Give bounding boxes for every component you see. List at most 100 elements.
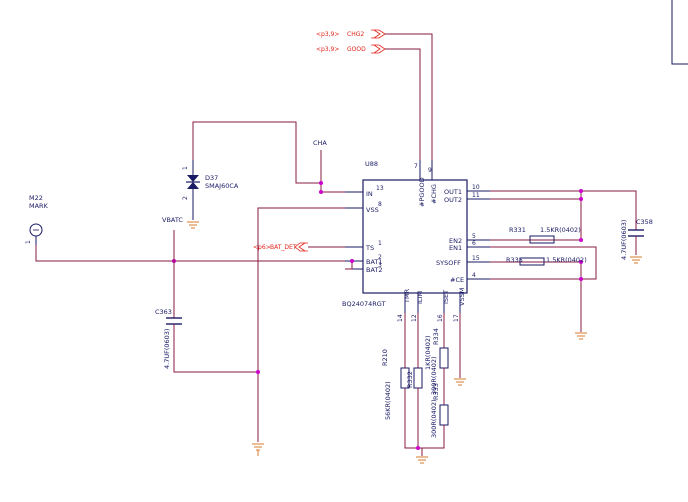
offpage-good-arrow xyxy=(371,44,386,54)
ground-right xyxy=(575,332,587,340)
wire-out xyxy=(490,190,637,230)
ic-u88-ref: U88 xyxy=(365,160,378,168)
capacitor-c363[interactable] xyxy=(166,317,182,325)
pin-name-chg: #CHG xyxy=(430,184,438,204)
offpage-chg-net: CHG2 xyxy=(347,31,364,38)
pin-name-bat1: BAT1 xyxy=(366,258,383,266)
ground-vss xyxy=(252,443,264,456)
ic-top-pins xyxy=(419,160,433,180)
pin-num-1: 1 xyxy=(378,240,382,247)
pin-num-11: 11 xyxy=(472,192,480,199)
ic-left-pins xyxy=(345,191,363,270)
wire-in-diode xyxy=(192,121,321,184)
pin-num-14: 14 xyxy=(397,314,404,322)
r332-value: 1KR(0402) xyxy=(424,335,432,370)
diode-pin-2: 2 xyxy=(182,196,189,200)
wire-r333-gnd xyxy=(422,425,445,449)
junction-out2 xyxy=(579,197,583,201)
pin-num-13: 13 xyxy=(376,185,384,192)
junction-out1 xyxy=(579,189,583,193)
junction-r331 xyxy=(579,238,583,242)
mark-pin: 1 xyxy=(25,240,32,244)
pin-num-10: 10 xyxy=(472,184,480,191)
pin-num-6: 6 xyxy=(472,240,476,247)
offpage-chg-arrow xyxy=(371,29,386,39)
wire-bat xyxy=(35,245,345,262)
c358-ref: C358 xyxy=(636,218,653,226)
wire-in xyxy=(320,150,345,193)
ground-vssm xyxy=(454,378,466,386)
net-label-cha: CHA xyxy=(313,139,327,147)
wire-r210-gnd xyxy=(404,388,422,449)
capacitor-c358[interactable] xyxy=(628,229,644,237)
pin-num-7: 7 xyxy=(414,163,418,170)
c358-value: 4.7UF(0603) xyxy=(620,220,628,260)
pin-num-15: 15 xyxy=(472,255,480,262)
wire-vss xyxy=(257,207,345,442)
pin-name-ts: TS xyxy=(365,244,374,252)
r334-value: 300R(0402) xyxy=(430,356,438,395)
ic-u88-part: BQ24074RGT xyxy=(342,300,386,308)
junction-bat xyxy=(350,259,354,263)
resistor-r331[interactable] xyxy=(529,235,555,244)
pin-name-bat2: BAT2 xyxy=(366,266,383,274)
resistor-r333[interactable] xyxy=(439,404,449,426)
pin-name-tmr: TMR xyxy=(403,288,411,304)
mark-label: MARK xyxy=(29,202,49,210)
wire-chg xyxy=(385,33,433,160)
c363-value: 4.7UF(0603) xyxy=(163,329,171,369)
resistor-r334[interactable] xyxy=(439,347,449,369)
offpage-good-net: GOOD xyxy=(347,46,366,53)
r333-value: 300R(0402) xyxy=(430,399,438,438)
junction-ce xyxy=(579,277,583,281)
pin-name-ilim: ILIM xyxy=(416,291,424,304)
junction-bottom-gnd xyxy=(416,446,420,450)
wire-en1 xyxy=(490,246,597,267)
c363-ref: C363 xyxy=(155,308,172,316)
pin-name-in: IN xyxy=(366,190,373,198)
pin-num-4: 4 xyxy=(472,272,476,279)
offpage-chg-page: <p3,9> xyxy=(316,31,339,38)
pin-name-iset: ISET xyxy=(442,290,450,304)
pin-num-2: 2 xyxy=(378,254,382,261)
resistor-r335[interactable] xyxy=(519,257,545,266)
pin-num-16: 16 xyxy=(437,314,444,322)
pin-name-out2: OUT2 xyxy=(444,196,462,204)
r210-value: 56KR(0402) xyxy=(384,381,392,420)
ic-u88-body[interactable] xyxy=(362,179,468,294)
junction-r335 xyxy=(579,260,583,264)
r335-value: 1.5KR(0402) xyxy=(546,256,587,264)
pin-num-8: 8 xyxy=(378,201,382,208)
r334-ref: R334 xyxy=(432,328,440,345)
pin-num-12: 12 xyxy=(411,314,418,322)
r335-ref: R335 xyxy=(506,256,523,264)
ground-bottom xyxy=(416,456,428,464)
r332-ref: R332 xyxy=(406,371,414,388)
diode-d37[interactable] xyxy=(186,160,200,220)
diode-part: SMAJ60CA xyxy=(205,182,239,190)
pin-num-17: 17 xyxy=(453,314,460,322)
net-label-vbatc: VBATC xyxy=(162,216,183,224)
pin-num-9: 9 xyxy=(428,167,432,174)
r333-ref: R333 xyxy=(432,383,440,400)
junction-c363 xyxy=(256,370,260,374)
junction-in xyxy=(319,190,323,194)
wire-c363 xyxy=(173,324,258,373)
ground-c358 xyxy=(630,256,642,264)
pin-num-5: 5 xyxy=(472,233,476,240)
resistor-r332[interactable] xyxy=(413,367,423,389)
diode-ref: D37 xyxy=(205,174,218,182)
offpage-good-page: <p3,9> xyxy=(316,46,339,53)
ic-right-pins xyxy=(467,190,490,280)
wire-ce xyxy=(490,267,597,280)
pin-num-3: 3 xyxy=(378,262,382,269)
pin-name-en2: EN2 xyxy=(449,237,462,245)
pin-name-vss: VSS xyxy=(366,206,379,214)
r210-ref: R210 xyxy=(381,349,389,366)
pin-name-en1: EN1 xyxy=(449,244,462,252)
offpage-batdet-arrow xyxy=(294,242,308,252)
pin-name-vssm: VSSM xyxy=(458,288,466,306)
junction-cha xyxy=(319,181,323,185)
pin-name-sysoff: SYSOFF xyxy=(436,259,461,267)
